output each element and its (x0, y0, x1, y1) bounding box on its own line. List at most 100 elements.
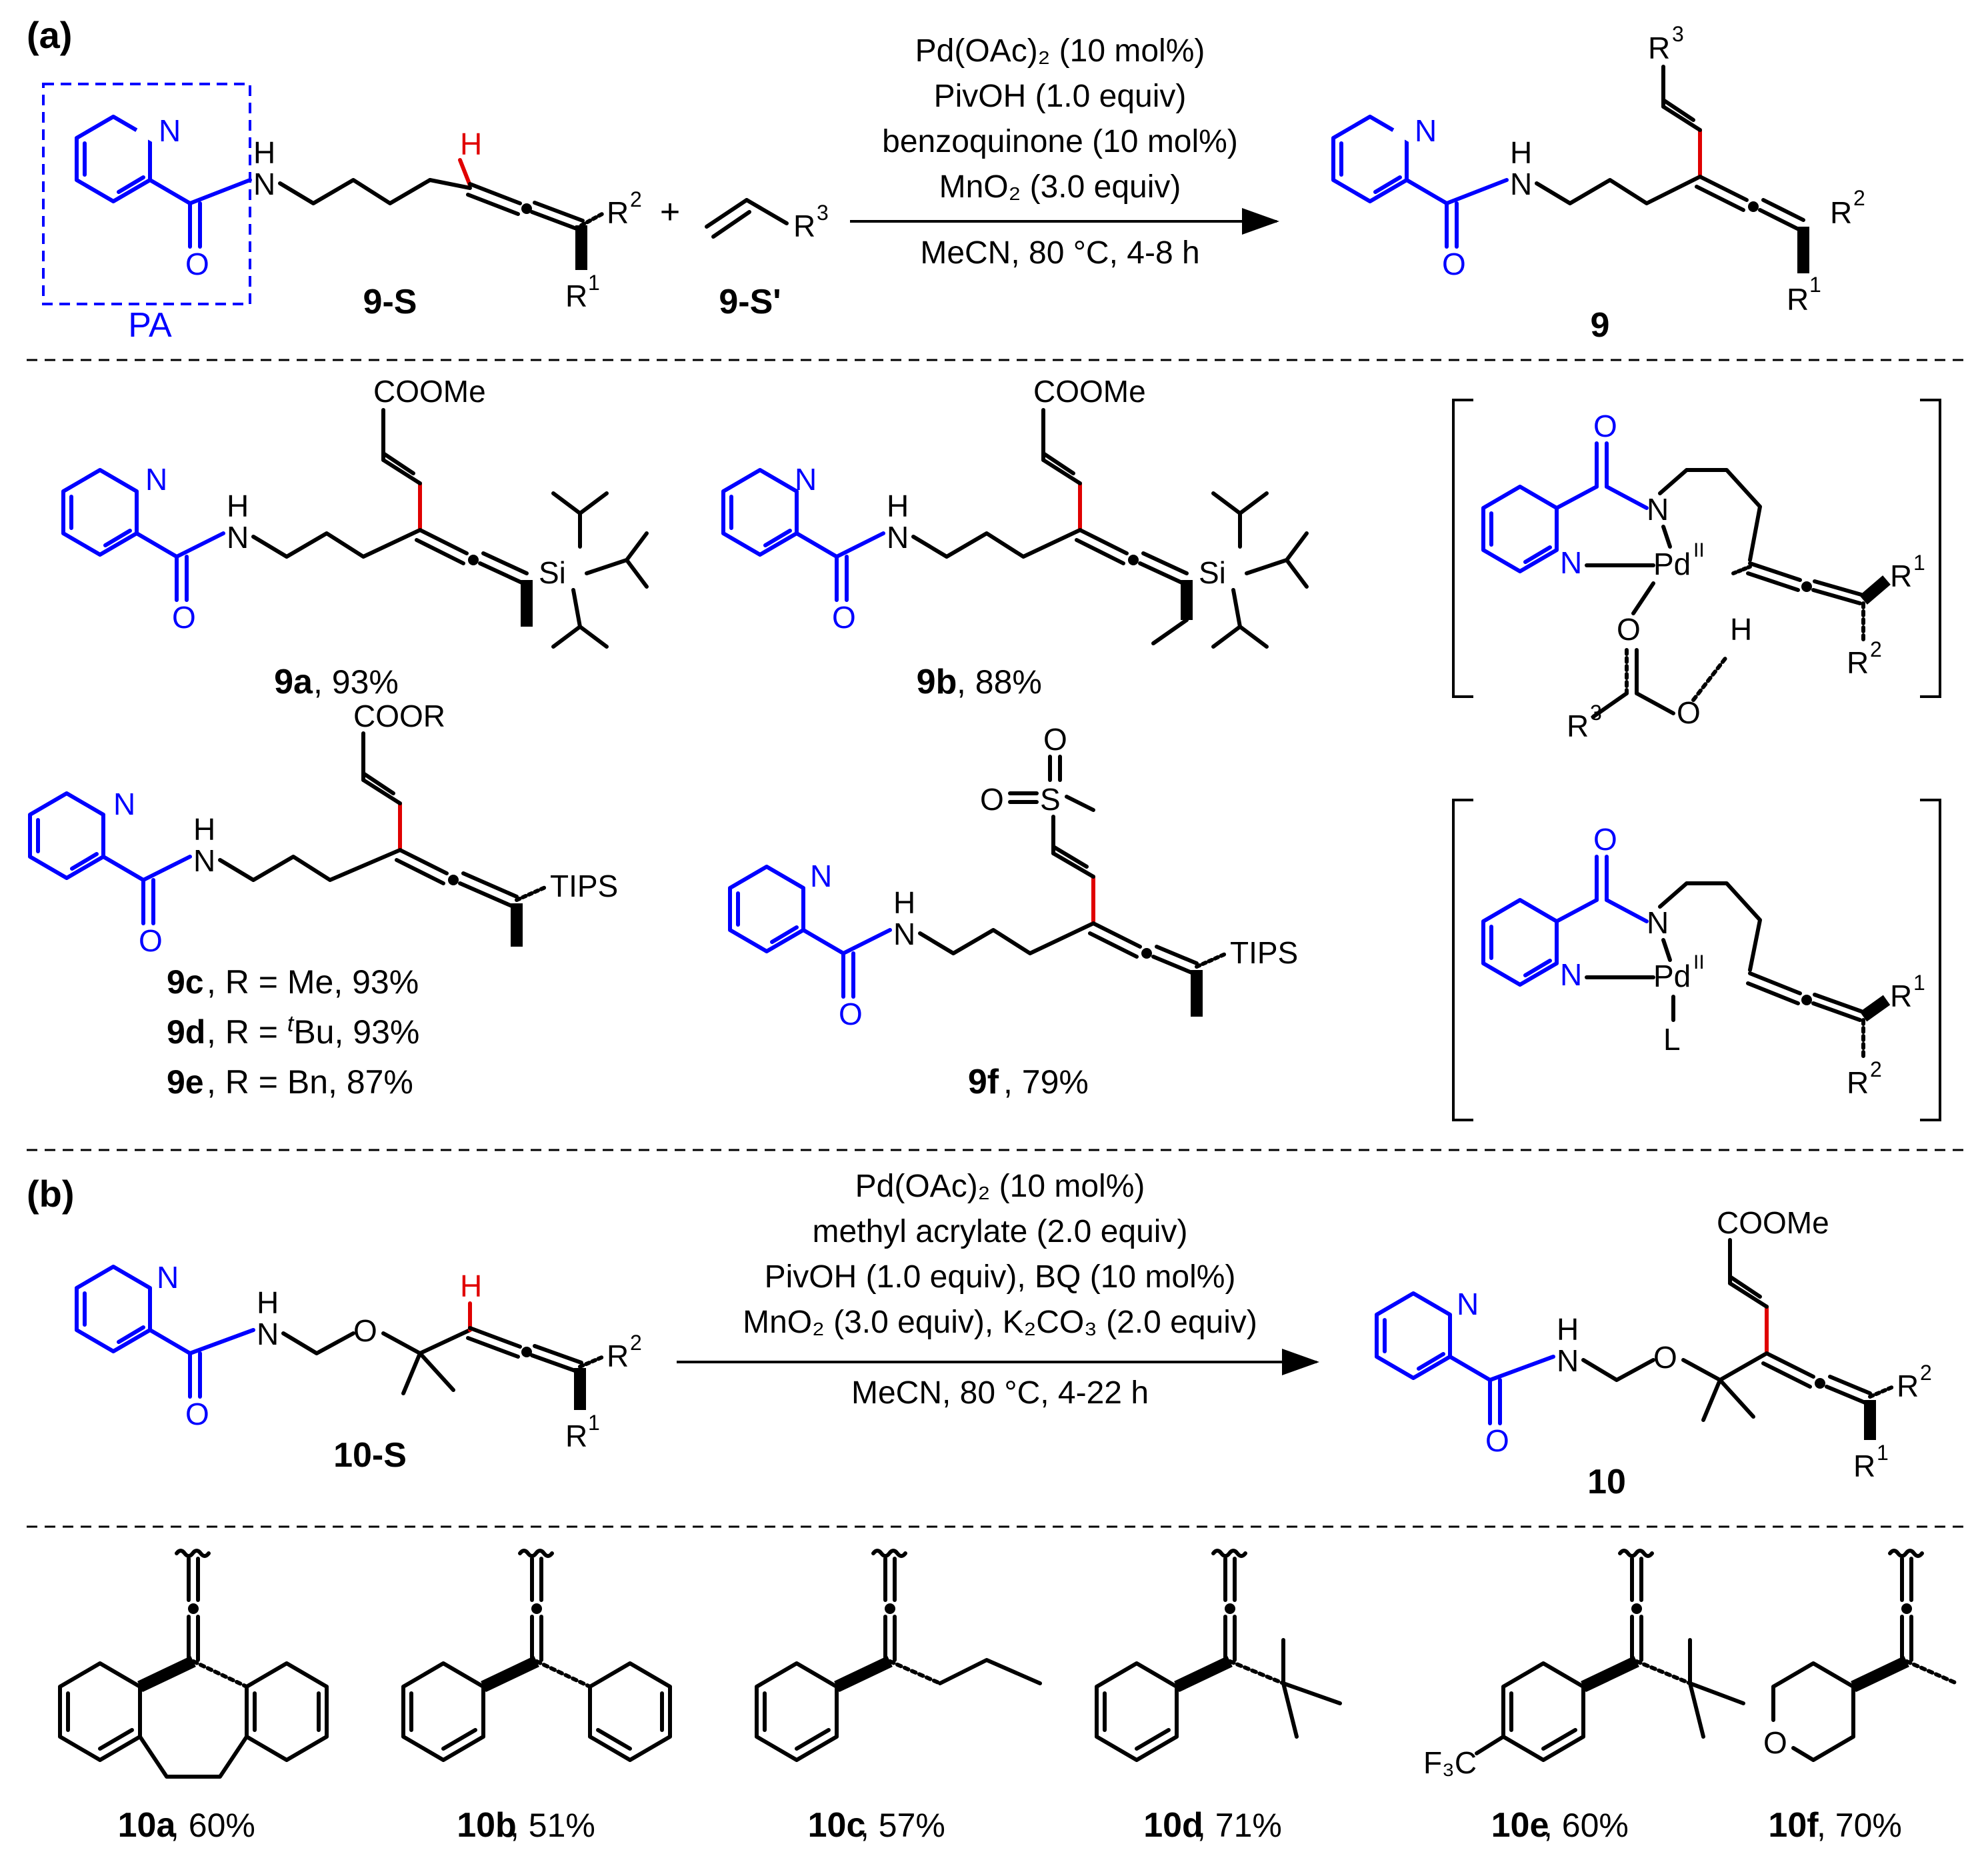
r1: R (565, 279, 587, 313)
10s-allenic-h: H (460, 1269, 482, 1303)
conditions-a: Pd(OAc)₂ (10 mol%) PivOH (1.0 equiv) ben… (850, 33, 1279, 271)
plus-sign: + (660, 193, 680, 231)
int1-pd-ox: II (1693, 539, 1705, 561)
10e-cf3: F₃C (1423, 1745, 1477, 1780)
10b-yield: , 51% (510, 1807, 595, 1844)
9c-yield: , R = Me, 93% (207, 963, 419, 1001)
product-9: N O N H R 3 R 2 R 1 9 (1331, 22, 1865, 345)
pa-label: PA (128, 306, 172, 345)
p10-r1-sup: 1 (1877, 1441, 1889, 1465)
alkene-9-S-prime: R 3 9-S' (705, 198, 829, 321)
int2-r2-sup: 2 (1870, 1057, 1882, 1081)
9b-si: Si (1199, 555, 1226, 590)
r2-sup: 2 (630, 187, 642, 211)
int1-r1: R (1890, 559, 1912, 593)
9d-yield-pre: , R = (207, 1013, 287, 1051)
p9-r3-sup: 3 (1672, 22, 1684, 46)
10s-r2: R (607, 1339, 629, 1373)
9b-h: H (887, 489, 909, 523)
9a-nh: N (227, 520, 249, 555)
9f-nh: N (893, 917, 915, 951)
10a-id: 10a (118, 1806, 177, 1845)
product-10a: 10a , 60% (58, 1549, 329, 1845)
9f-tips: TIPS (1230, 935, 1298, 970)
p9-r2: R (1830, 195, 1852, 230)
p9-r2-sup: 2 (1853, 186, 1865, 210)
9f-s: S (1040, 782, 1061, 817)
int1-pd: Pd (1653, 547, 1691, 581)
product-9c-9e: N O N H COOR TIPS 9c , R = Me, 93% 9d , … (28, 699, 618, 1101)
int2-pd-ox: II (1693, 951, 1705, 973)
9f-o-left: O (980, 782, 1004, 817)
product-9a: N O N H COOMe Si 9a , 93% (61, 374, 649, 701)
int1-r3: R (1567, 709, 1589, 743)
amide-n: N (253, 167, 275, 201)
product-10d: 10d , 71% (1095, 1549, 1342, 1845)
int2-r1: R (1890, 979, 1912, 1013)
cond-a-bq: benzoquinone (10 mol%) (882, 124, 1238, 159)
r2: R (607, 195, 629, 230)
9f-n: N (810, 859, 832, 893)
9f-yield: , 79% (1003, 1063, 1089, 1101)
cond-a-acid: PivOH (1.0 equiv) (934, 79, 1187, 114)
int2-r2: R (1847, 1065, 1869, 1100)
int1-o: O (1593, 409, 1617, 443)
p9-amide-h: H (1510, 135, 1532, 170)
p10-coome: COOMe (1717, 1205, 1829, 1240)
product-10f: O 10f , 70% (1763, 1549, 1959, 1845)
10s-ether-o: O (353, 1313, 377, 1348)
r1-sup: 1 (588, 271, 600, 295)
cond-a-catalyst: Pd(OAc)₂ (10 mol%) (915, 33, 1205, 69)
9f-o-top: O (1043, 722, 1067, 757)
cond-a-oxidant: MnO₂ (3.0 equiv) (939, 169, 1181, 205)
int1-r2-sup: 2 (1870, 637, 1882, 661)
10a-yield: , 60% (170, 1807, 255, 1844)
pyridine-n: N (159, 113, 181, 148)
int2-o: O (1593, 822, 1617, 857)
p9-carbonyl-o: O (1442, 247, 1466, 281)
9a-coome: COOMe (373, 374, 486, 409)
int2-n: N (1647, 905, 1669, 940)
p10-n: N (1457, 1287, 1479, 1321)
r3: R (793, 209, 815, 243)
10s-r1: R (565, 1419, 587, 1453)
product-10: N O N H O COOMe R 2 R 1 10 (1375, 1205, 1932, 1501)
10s-r2-sup: 2 (630, 1331, 642, 1355)
p10-ether-o: O (1653, 1340, 1677, 1375)
cond-b-acid: PivOH (1.0 equiv), BQ (10 mol%) (765, 1259, 1236, 1295)
9c-h: H (193, 812, 215, 847)
allenic-h: H (460, 127, 482, 161)
amide-h: H (253, 135, 275, 170)
cond-b-solvent: MeCN, 80 °C, 4-22 h (851, 1375, 1149, 1411)
int2-r1-sup: 1 (1913, 971, 1925, 995)
10d-id: 10d (1143, 1806, 1203, 1845)
9a-h: H (227, 489, 249, 523)
panel-b-label: (b) (27, 1173, 75, 1215)
9f-id: 9f (968, 1063, 999, 1101)
9d-yield: , R = tBu, 93% (207, 1011, 419, 1051)
int2-l: L (1663, 1022, 1681, 1057)
cond-b-acrylate: methyl acrylate (2.0 equiv) (813, 1214, 1188, 1249)
9b-nh: N (887, 520, 909, 555)
9b-yield: , 88% (957, 663, 1042, 701)
p10-h: H (1557, 1312, 1579, 1347)
10s-nh: N (257, 1317, 279, 1351)
substrate-9-S: PA N O N H H R 2 R 1 9-S (42, 83, 642, 345)
product-9f: N O N H S O O TIPS 9f , 79% (728, 722, 1298, 1101)
10d-yield: , 71% (1197, 1807, 1282, 1844)
cond-a-solvent: MeCN, 80 °C, 4-8 h (920, 235, 1199, 271)
panel-a-label: (a) (27, 14, 72, 56)
int2-py-n: N (1560, 957, 1582, 992)
p10-nh: N (1557, 1343, 1579, 1378)
10s-n: N (157, 1260, 179, 1295)
9d-yield-t: t (287, 1011, 295, 1037)
10s-r1-sup: 1 (588, 1411, 600, 1435)
10s-h: H (257, 1285, 279, 1320)
int1-n: N (1647, 492, 1669, 527)
9a-n: N (145, 462, 167, 497)
10f-thp-o: O (1763, 1725, 1787, 1760)
9d-yield-post: Bu, 93% (293, 1013, 419, 1051)
int1-r1-sup: 1 (1913, 551, 1925, 575)
9a-si: Si (539, 555, 566, 590)
